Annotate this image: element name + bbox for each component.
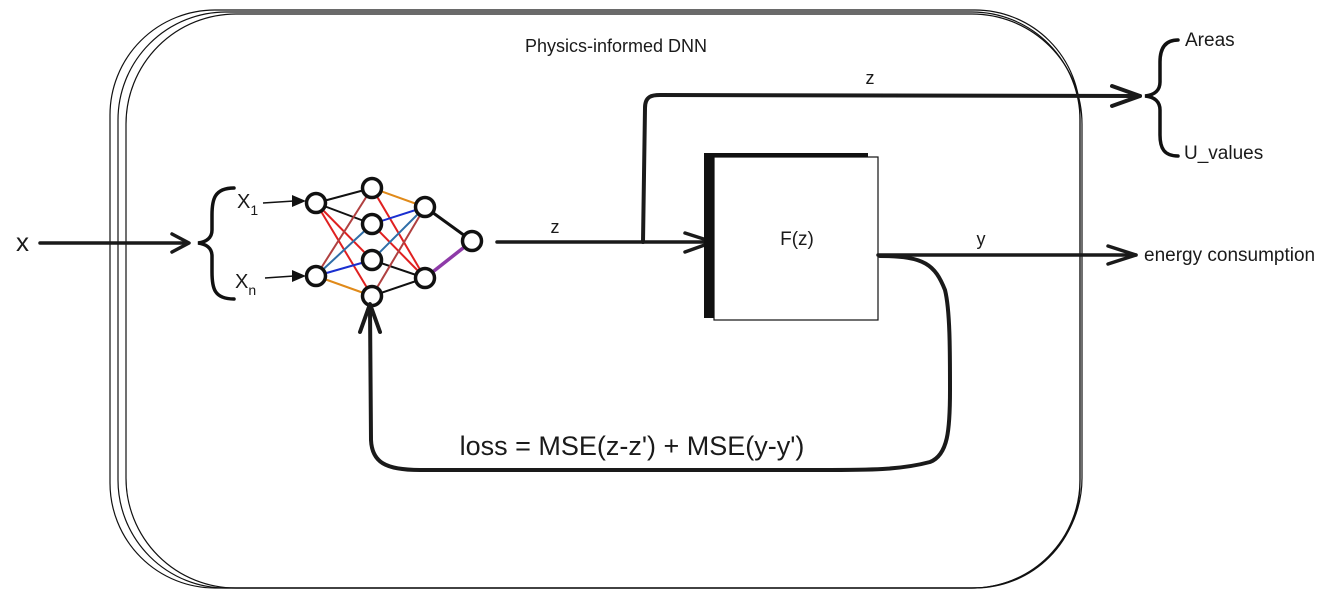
dnn-container: [109, 9, 1083, 589]
y-label: y: [977, 229, 986, 249]
hidden2-node-2: [413, 266, 437, 290]
y-arrow: [876, 244, 1138, 266]
function-label: F(z): [780, 229, 814, 250]
hidden1-node-2: [360, 212, 384, 236]
z-label-inner: z: [551, 217, 560, 237]
hidden1-node-1: [360, 176, 384, 200]
z-arrow: [495, 231, 715, 254]
input-brace: [197, 186, 236, 301]
output-label: energy consumption: [1144, 245, 1315, 266]
input-node-1: [304, 191, 328, 215]
hidden1-node-3: [360, 248, 384, 272]
hidden2-node-1: [413, 195, 437, 219]
hidden1-node-4: [360, 284, 384, 308]
input-node-arrows: [262, 195, 306, 282]
container-title: Physics-informed DNN: [525, 36, 707, 56]
latent-output-u-values: U_values: [1184, 143, 1263, 164]
z-label-top: z: [866, 68, 875, 88]
z-branch-arrow: [641, 84, 1142, 244]
input-xn-label: Xn: [235, 271, 256, 298]
input-x1-label: X1: [237, 191, 258, 218]
input-x-label: x: [16, 227, 29, 257]
loss-feedback-arrow: [358, 254, 952, 472]
output-node: [460, 229, 484, 253]
input-node-n: [304, 264, 328, 288]
latent-output-brace: [1144, 38, 1180, 158]
latent-output-areas: Areas: [1185, 30, 1235, 51]
loss-label: loss = MSE(z-z') + MSE(y-y'): [460, 431, 805, 461]
input-arrow: [38, 232, 191, 254]
function-block: [704, 153, 879, 321]
network-edges: [315, 187, 474, 297]
network-nodes: [304, 176, 484, 308]
